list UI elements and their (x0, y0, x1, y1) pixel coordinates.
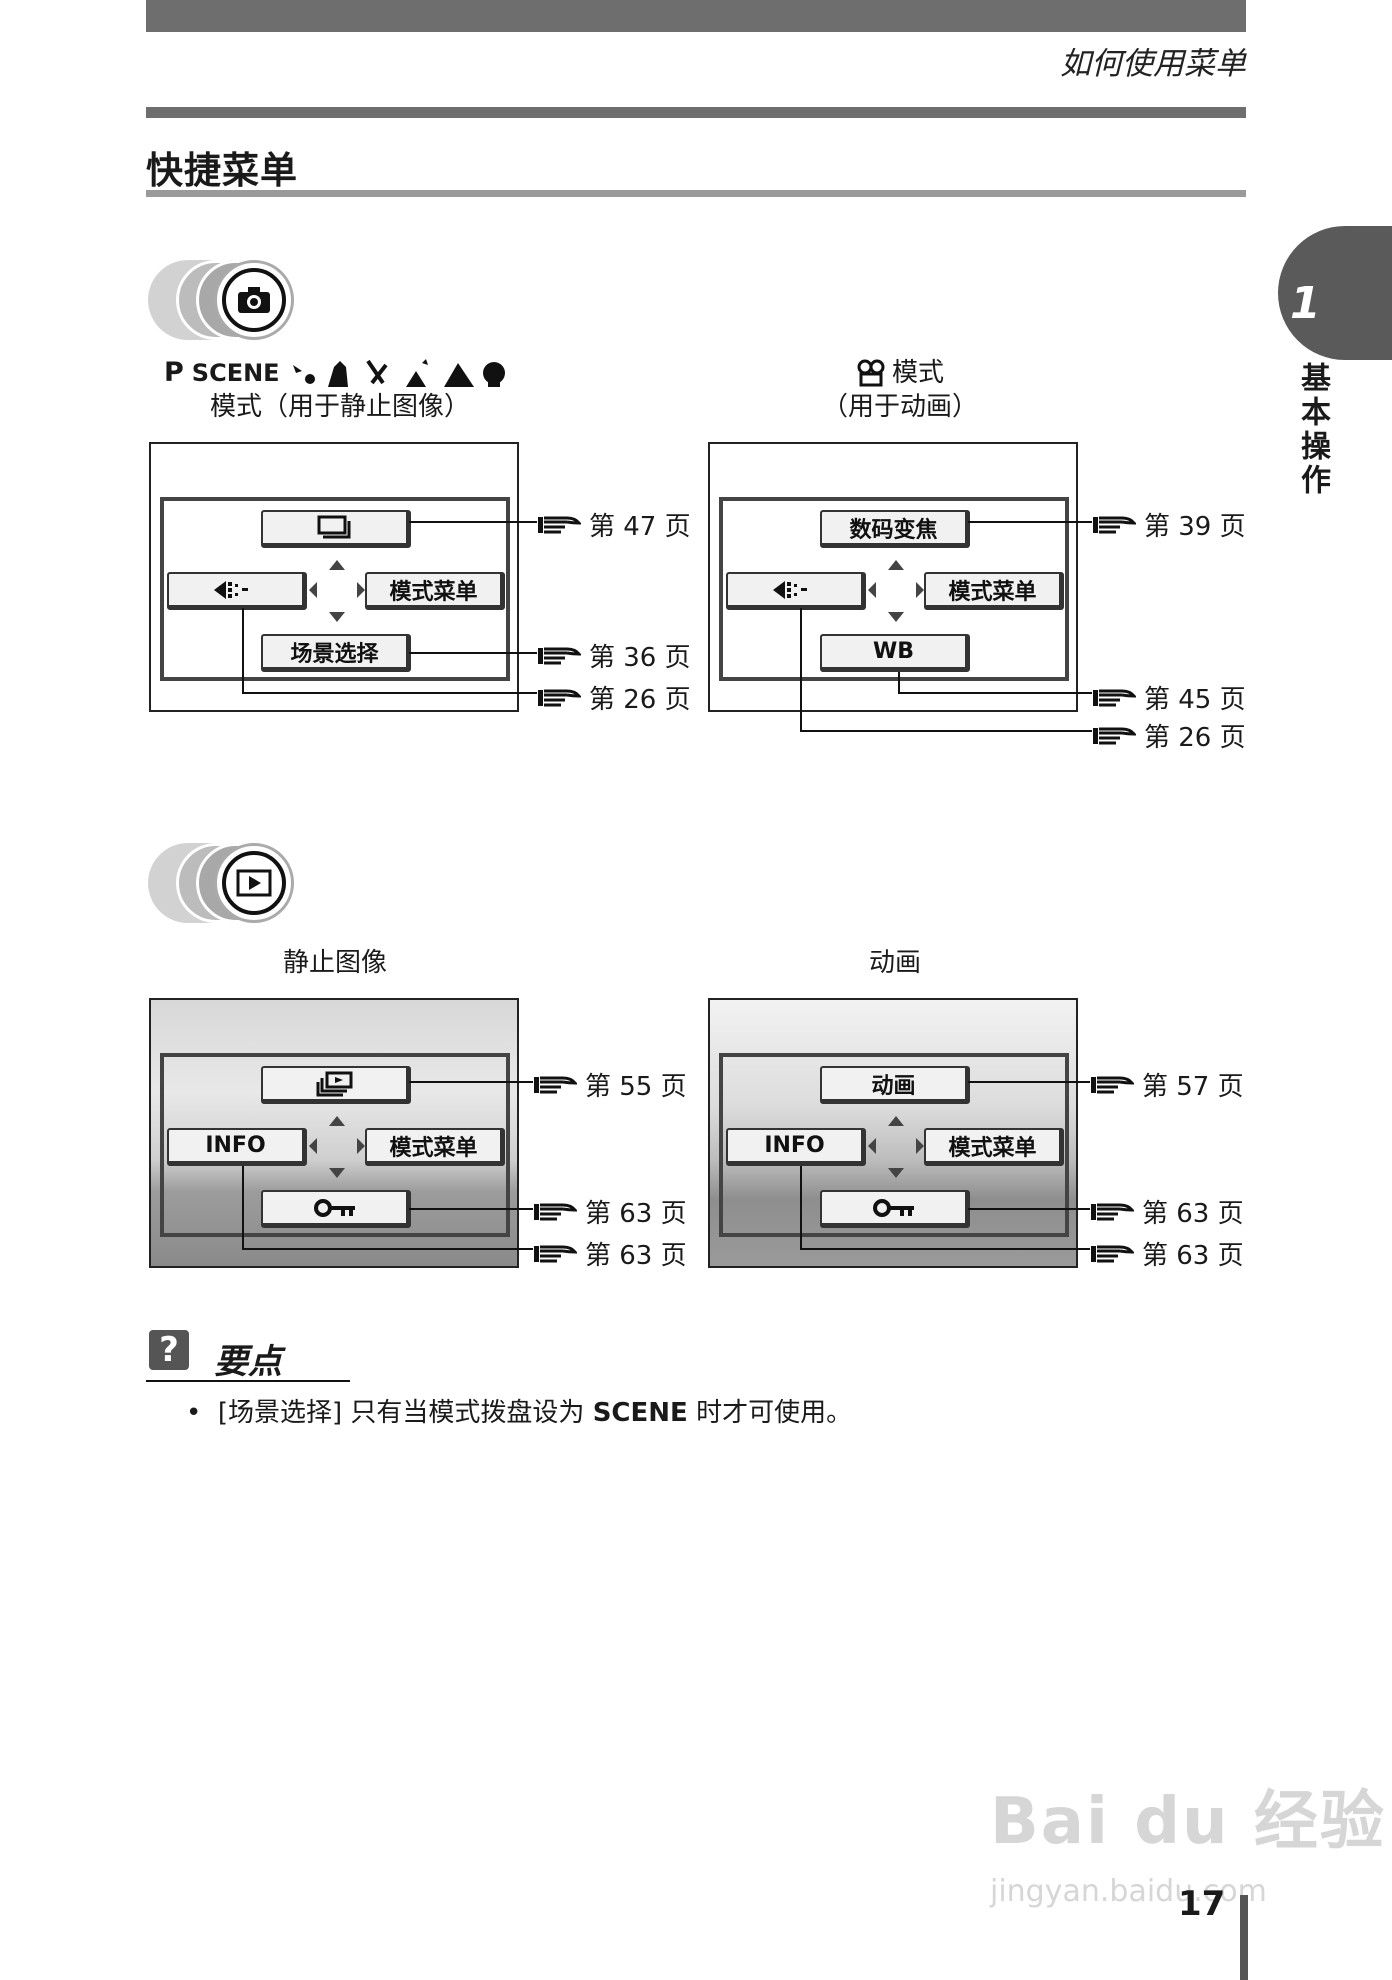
digital-zoom-button[interactable]: 数码变焦 (820, 510, 970, 548)
ref-page-57: 第 57 页 (1090, 1066, 1244, 1103)
image-quality-button[interactable] (726, 572, 866, 610)
pointing-hand-icon (1091, 1245, 1134, 1262)
p-mode-label: P (164, 357, 184, 388)
tip-title: 要点 (214, 1342, 282, 1382)
ref-page-47: 第 47 页 (537, 506, 691, 543)
playback-still-caption: 静止图像 (282, 948, 387, 978)
ref-page-26-movie: 第 26 页 (1092, 717, 1246, 754)
tip-underline (146, 1380, 350, 1382)
movie-mode-icon (857, 359, 885, 387)
mode-menu-button[interactable]: 模式菜单 (924, 1128, 1064, 1166)
slideshow-button[interactable] (261, 1066, 411, 1104)
watermark-url: jingyan.baidu.com (990, 1874, 1267, 1909)
info-button[interactable]: INFO (167, 1128, 307, 1166)
pointing-hand-icon (534, 1245, 577, 1262)
ref-page-26: 第 26 页 (537, 679, 691, 716)
shooting-still-caption-line2: 模式（用于静止图像） (210, 392, 471, 422)
image-quality-icon (772, 580, 807, 599)
mode-menu-button[interactable]: 模式菜单 (365, 1128, 505, 1166)
key-icon (313, 1198, 355, 1217)
protect-button[interactable] (820, 1190, 970, 1228)
image-quality-button[interactable] (167, 572, 307, 610)
shooting-mode-dial (148, 260, 308, 340)
ref-page-36: 第 36 页 (537, 637, 691, 674)
title-underline (146, 190, 1246, 197)
ref-page-45: 第 45 页 (1092, 679, 1246, 716)
playback-still-screen: INFO 模式菜单 (149, 998, 519, 1268)
running-header: 如何使用菜单 (1060, 46, 1246, 82)
pointing-hand-icon (538, 647, 581, 664)
ref-page-39: 第 39 页 (1092, 506, 1246, 543)
scene-label: SCENE (191, 359, 280, 387)
ref-page-63-movie-protect: 第 63 页 (1090, 1193, 1244, 1230)
sequential-shooting-icon (317, 515, 350, 538)
watermark-logo: Bai du 经验 (990, 1785, 1386, 1859)
info-button[interactable]: INFO (726, 1128, 866, 1166)
shooting-movie-screen: 数码变焦 模式菜单 WB (708, 442, 1078, 712)
ref-page-63-info: 第 63 页 (533, 1235, 687, 1272)
shooting-movie-caption: 模式 （用于动画） (821, 358, 978, 422)
ref-page-55: 第 55 页 (533, 1066, 687, 1103)
tip-scene-label: SCENE (592, 1398, 688, 1428)
protect-button[interactable] (261, 1190, 411, 1228)
pointing-hand-icon (1093, 727, 1136, 744)
chapter-label: 基本操作 (1295, 362, 1330, 498)
page-title: 快捷菜单 (146, 149, 298, 192)
camera-icon (222, 268, 286, 332)
wb-button[interactable]: WB (820, 634, 970, 672)
pointing-hand-icon (1091, 1076, 1134, 1093)
drive-button[interactable] (261, 510, 411, 548)
chapter-tab (1278, 226, 1392, 360)
tip-question-icon: ? (149, 1330, 189, 1370)
playback-mode-dial (148, 843, 308, 923)
scene-mode-icons (292, 359, 505, 387)
tip-bullet: • (186, 1398, 202, 1428)
image-quality-icon (213, 580, 248, 599)
pointing-hand-icon (1093, 689, 1136, 706)
mode-menu-button[interactable]: 模式菜单 (924, 572, 1064, 610)
page-number-bar (1240, 1895, 1248, 1980)
playback-movie-caption: 动画 (868, 948, 921, 978)
shooting-still-screen: 模式菜单 场景选择 (149, 442, 519, 712)
tip-text: • [场景选择] 只有当模式拨盘设为 SCENE 时才可使用。 (186, 1398, 853, 1428)
scene-select-button[interactable]: 场景选择 (261, 634, 411, 672)
header-divider (146, 107, 1246, 118)
header-bar (146, 0, 1246, 32)
shooting-still-caption: P SCENE 模式（用于静止图像） (160, 356, 540, 424)
chapter-number: 1 (1290, 278, 1321, 329)
pointing-hand-icon (534, 1203, 577, 1220)
pointing-hand-icon (1093, 516, 1136, 533)
playback-icon (222, 851, 286, 915)
ref-page-63-movie-info: 第 63 页 (1090, 1235, 1244, 1272)
movie-play-button[interactable]: 动画 (820, 1066, 970, 1104)
ref-page-63-protect: 第 63 页 (533, 1193, 687, 1230)
pointing-hand-icon (1091, 1203, 1134, 1220)
pointing-hand-icon (538, 516, 581, 533)
pointing-hand-icon (538, 689, 581, 706)
key-icon (872, 1198, 914, 1217)
playback-movie-screen: 动画 INFO 模式菜单 (708, 998, 1078, 1268)
pointing-hand-icon (534, 1076, 577, 1093)
mode-menu-button[interactable]: 模式菜单 (365, 572, 505, 610)
slideshow-icon (316, 1071, 352, 1096)
page-number: 17 (1178, 1884, 1226, 1924)
